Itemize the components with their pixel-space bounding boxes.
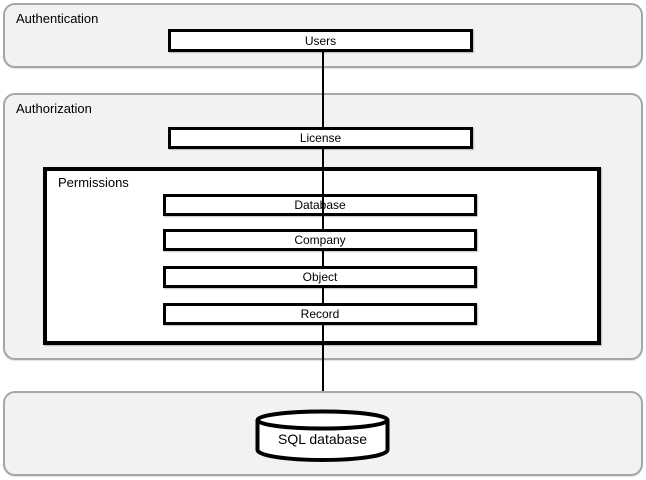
node-database: Database: [163, 194, 477, 216]
node-company: Company: [163, 229, 477, 251]
connector-line: [322, 45, 324, 391]
database-cylinder-icon: [255, 409, 390, 464]
authentication-group-label: Authentication: [16, 11, 99, 26]
node-users: Users: [168, 29, 473, 52]
authorization-group-label: Authorization: [16, 101, 92, 116]
node-record: Record: [163, 303, 477, 325]
node-object-label: Object: [302, 270, 338, 284]
node-record-label: Record: [300, 307, 340, 321]
connector-line-over-database: [322, 192, 324, 218]
permissions-group-label: Permissions: [58, 175, 129, 190]
node-license: License: [168, 127, 473, 149]
node-object: Object: [163, 266, 477, 288]
node-database-label: Database: [294, 198, 346, 212]
sql-database-label: SQL database: [278, 431, 367, 447]
node-users-label: Users: [304, 33, 337, 48]
node-license-label: License: [299, 131, 342, 145]
node-company-label: Company: [294, 233, 346, 247]
